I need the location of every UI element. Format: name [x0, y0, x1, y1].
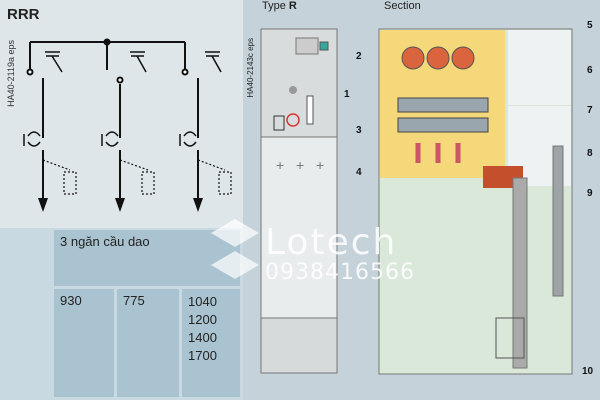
height-1700: 1700 — [188, 348, 217, 363]
type-heading: Type R — [262, 0, 297, 12]
type-prefix: Type — [262, 0, 286, 12]
width-775: 775 — [117, 289, 179, 397]
callout-6: 6 — [587, 65, 593, 76]
svg-text:+: + — [276, 157, 284, 173]
callout-5: 5 — [587, 20, 593, 31]
lotech-logo-icon — [211, 219, 259, 279]
watermark-brand: Lotech — [265, 222, 398, 263]
type-value: R — [288, 0, 297, 12]
callout-4: 4 — [356, 167, 362, 178]
width-930: 930 — [54, 289, 114, 397]
callout-9: 9 — [587, 188, 593, 199]
scheme-title: RRR — [7, 6, 40, 23]
feeder-3 — [181, 42, 222, 76]
table-header: 3 ngăn cầu dao — [54, 230, 240, 286]
callout-8: 8 — [587, 148, 593, 159]
heights-list: 1040 1200 1400 1700 — [182, 289, 240, 397]
callout-10: 10 — [582, 366, 594, 377]
front-view-ref: HA40-2143c eps — [246, 38, 255, 98]
watermark-phone: 0938416566 — [265, 260, 415, 285]
callout-1: 1 — [344, 89, 350, 100]
callout-3: 3 — [356, 125, 362, 136]
callout-2: 2 — [356, 51, 362, 62]
height-1400: 1400 — [188, 330, 217, 345]
single-line-diagram — [23, 38, 232, 212]
section-heading: Section — [384, 0, 421, 12]
callout-7: 7 — [587, 105, 593, 116]
feeder-1 — [26, 42, 63, 76]
height-1200: 1200 — [188, 312, 217, 327]
height-1040: 1040 — [188, 294, 217, 309]
section-drawing — [378, 28, 573, 375]
svg-text:+: + — [316, 157, 324, 173]
front-view-drawing: + + + — [260, 28, 338, 374]
feeder-2 — [106, 42, 147, 84]
svg-text:+: + — [296, 157, 304, 173]
